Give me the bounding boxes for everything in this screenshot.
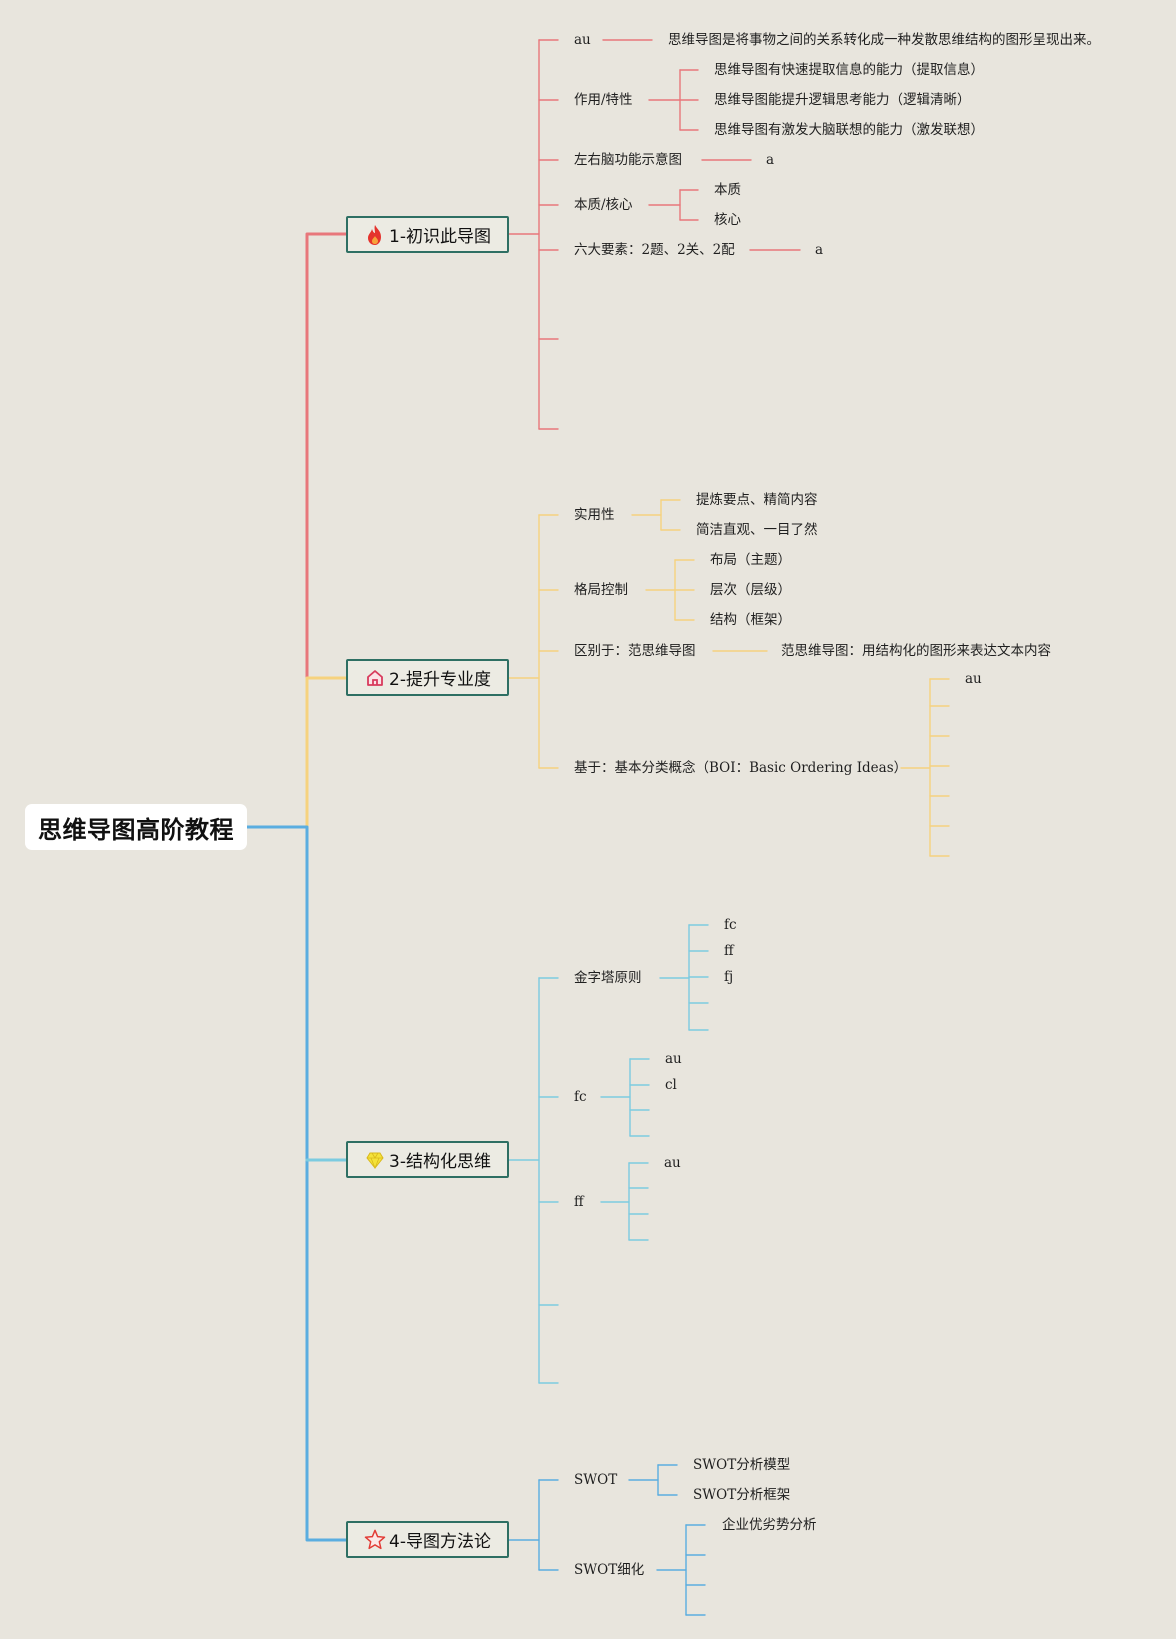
node-difference[interactable]: 区别于：范思维导图 <box>574 643 696 659</box>
node-trait-2[interactable]: 思维导图能提升逻辑思考能力（逻辑清晰） <box>714 92 971 108</box>
branch4-connectors <box>508 1464 706 1616</box>
connector-root-b2 <box>305 676 348 829</box>
node-layout-control[interactable]: 格局控制 <box>574 582 628 598</box>
node-core[interactable]: 本质/核心 <box>574 197 633 213</box>
node-swot-model[interactable]: SWOT分析模型 <box>693 1457 791 1473</box>
node-practical[interactable]: 实用性 <box>574 507 615 523</box>
branch3-connectors <box>508 924 709 1384</box>
node-swot-detail[interactable]: SWOT细化 <box>574 1562 645 1578</box>
node-ff-au[interactable]: au <box>664 1155 681 1171</box>
branch-label: 1-初识此导图 <box>389 227 491 247</box>
flame-icon <box>364 224 386 246</box>
branch2-connectors <box>508 499 950 857</box>
node-swot-framework[interactable]: SWOT分析框架 <box>693 1487 791 1503</box>
node-fc-cl[interactable]: cl <box>665 1077 677 1093</box>
node-pyramid-fc[interactable]: fc <box>724 917 737 933</box>
node-pyramid[interactable]: 金字塔原则 <box>574 970 642 986</box>
root-topic[interactable]: 思维导图高阶教程 <box>25 804 247 850</box>
node-core-2[interactable]: 核心 <box>714 212 741 228</box>
node-definition[interactable]: 思维导图是将事物之间的关系转化成一种发散思维结构的图形呈现出来。 <box>668 32 1100 48</box>
house-icon <box>364 667 386 689</box>
node-trait-3[interactable]: 思维导图有激发大脑联想的能力（激发联想） <box>714 122 984 138</box>
node-layout-3[interactable]: 结构（框架） <box>710 612 791 628</box>
node-practical-1[interactable]: 提炼要点、精简内容 <box>696 492 818 508</box>
node-six-a[interactable]: a <box>815 242 824 258</box>
node-traits[interactable]: 作用/特性 <box>574 92 633 108</box>
connector-root-b1 <box>245 232 348 829</box>
node-boi[interactable]: 基于：基本分类概念（BOI：Basic Ordering Ideas） <box>574 760 908 776</box>
node-trait-1[interactable]: 思维导图有快速提取信息的能力（提取信息） <box>714 62 984 78</box>
node-brain-a[interactable]: a <box>766 152 775 168</box>
node-ff[interactable]: ff <box>574 1194 584 1210</box>
node-fc-au[interactable]: au <box>665 1051 682 1067</box>
branch-label: 3-结构化思维 <box>389 1152 491 1172</box>
connector-root-b3 <box>245 825 348 1162</box>
branch-topic-4[interactable]: 4-导图方法论 <box>346 1521 509 1558</box>
node-pyramid-fj[interactable]: fj <box>724 969 734 985</box>
node-layout-2[interactable]: 层次（层级） <box>710 582 791 598</box>
star-icon <box>364 1529 386 1551</box>
node-practical-2[interactable]: 简洁直观、一目了然 <box>696 522 818 538</box>
branch1-connectors <box>508 39 801 430</box>
node-six-elements[interactable]: 六大要素：2题、2关、2配 <box>574 242 735 258</box>
node-pyramid-ff[interactable]: ff <box>724 943 734 959</box>
node-layout-1[interactable]: 布局（主题） <box>710 552 791 568</box>
node-swot-detail-1[interactable]: 企业优劣势分析 <box>722 1517 817 1533</box>
branch-topic-2[interactable]: 2-提升专业度 <box>346 659 509 696</box>
branch-topic-1[interactable]: 1-初识此导图 <box>346 216 509 253</box>
branch-label: 4-导图方法论 <box>389 1532 491 1552</box>
node-difference-leaf[interactable]: 范思维导图：用结构化的图形来表达文本内容 <box>781 643 1051 659</box>
connector-root-b4 <box>305 1158 348 1542</box>
gem-icon <box>364 1149 386 1171</box>
branch-topic-3[interactable]: 3-结构化思维 <box>346 1141 509 1178</box>
branch-label: 2-提升专业度 <box>389 670 491 690</box>
node-core-1[interactable]: 本质 <box>714 182 741 198</box>
node-swot[interactable]: SWOT <box>574 1472 618 1488</box>
node-boi-au[interactable]: au <box>965 671 982 687</box>
node-fc[interactable]: fc <box>574 1089 587 1105</box>
node-au[interactable]: au <box>574 32 591 48</box>
node-brain[interactable]: 左右脑功能示意图 <box>574 152 682 168</box>
